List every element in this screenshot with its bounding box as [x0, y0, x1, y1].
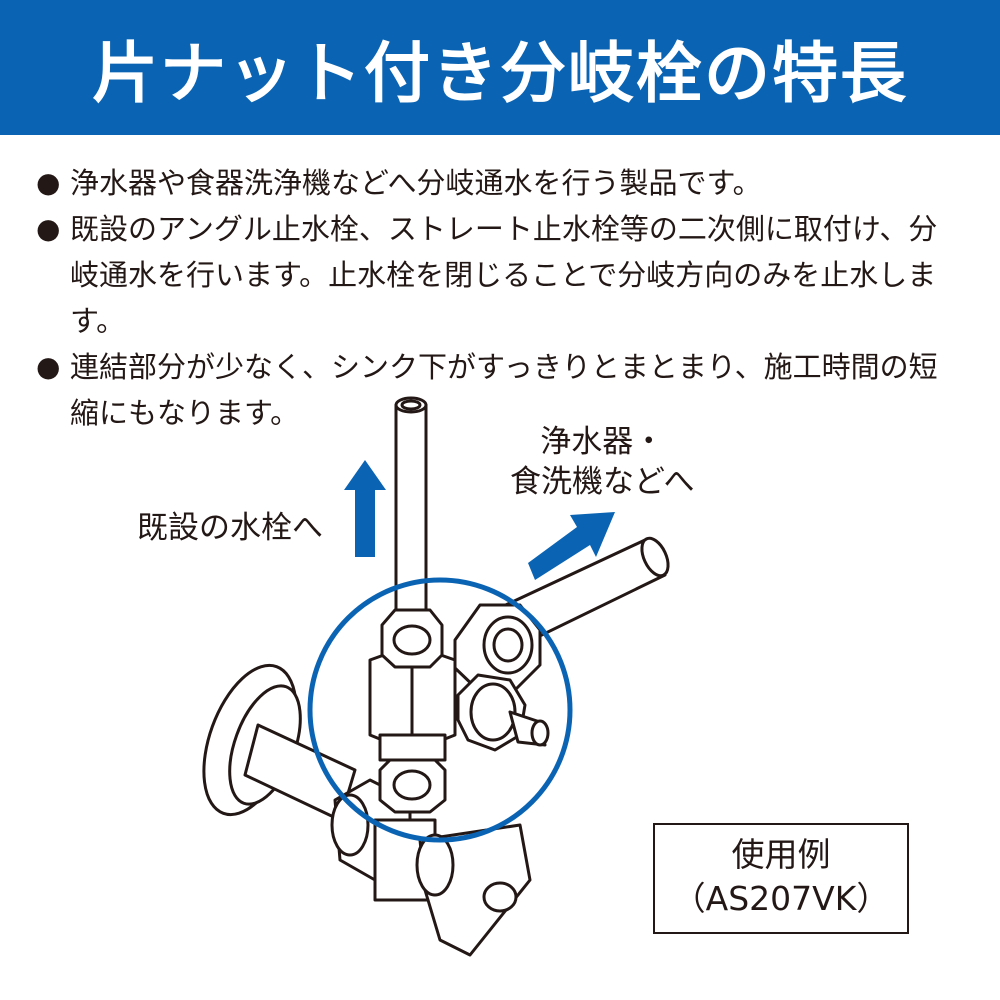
branch-arrow-icon — [528, 512, 615, 580]
bullet-icon: ● — [36, 212, 61, 245]
vertical-pipe — [394, 396, 428, 632]
label-purifier-line1: 浄水器・ — [540, 424, 665, 460]
up-arrow-icon — [344, 460, 386, 557]
wall-flange — [202, 663, 302, 817]
feature-list: ● 浄水器や食器洗浄機などへ分岐通水を行う製品です。 ● 既設のアングル止水栓、… — [36, 160, 966, 436]
feature-item: ● 連結部分が少なく、シンク下がすっきりとまとまり、施工時間の短縮にもなります。 — [36, 344, 966, 436]
feature-item: ● 既設のアングル止水栓、ストレート止水栓等の二次側に取付け、分岐通水を行います… — [36, 206, 966, 344]
usage-example-model: （AS207VK） — [672, 879, 890, 918]
label-water-purifier: 浄水器・ 食洗機などへ — [510, 422, 694, 502]
lower-nut — [378, 753, 447, 814]
stop-valve-spindle — [456, 673, 550, 752]
label-existing-faucet: 既設の水栓へ — [137, 510, 323, 546]
page-title: 片ナット付き分岐栓の特長 — [92, 34, 908, 112]
label-purifier-line2: 食洗機などへ — [510, 464, 695, 500]
bullet-icon: ● — [36, 350, 61, 383]
tee-hex-body — [368, 643, 457, 762]
highlight-circle — [307, 577, 573, 843]
title-banner: 片ナット付き分岐栓の特長 — [0, 0, 1000, 135]
feature-text: 連結部分が少なく、シンク下がすっきりとまとまり、施工時間の短縮にもなります。 — [70, 350, 938, 430]
bullet-icon: ● — [36, 166, 61, 199]
feature-text: 既設のアングル止水栓、ストレート止水栓等の二次側に取付け、分岐通水を行います。止… — [70, 212, 938, 338]
feature-text: 浄水器や食器洗浄機などへ分岐通水を行う製品です。 — [70, 166, 762, 200]
usage-example-title: 使用例 — [731, 835, 831, 874]
feature-item: ● 浄水器や食器洗浄機などへ分岐通水を行う製品です。 — [36, 160, 966, 206]
upper-nut — [380, 608, 444, 669]
usage-example-box: 使用例 （AS207VK） — [653, 823, 909, 934]
branch-nut — [453, 603, 542, 692]
